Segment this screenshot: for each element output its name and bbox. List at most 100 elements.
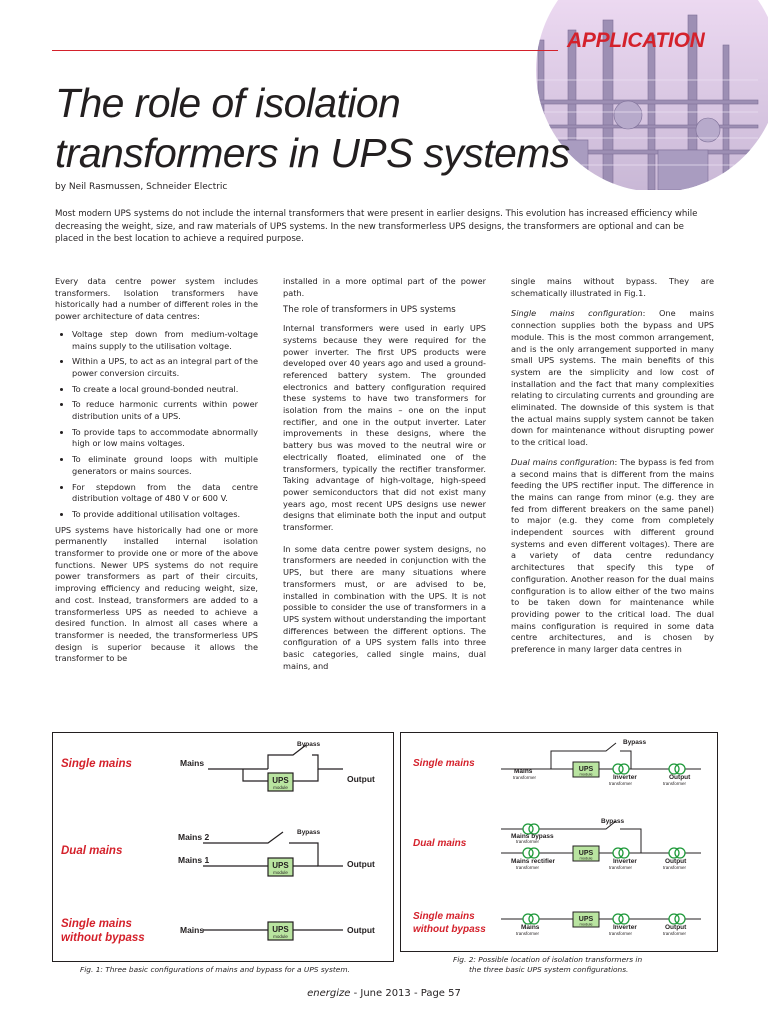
byline: by Neil Rasmussen, Schneider Electric (55, 182, 228, 192)
fig1-nobypass-label-1: Single mains (61, 918, 132, 930)
fig2-mains-rectifier-label: Mains rectifier (511, 858, 556, 865)
fig2-bypass-label: Bypass (623, 739, 647, 746)
module-label: module (273, 934, 288, 939)
list-item: Within a UPS, to act as an integral part… (72, 356, 258, 379)
ups-module-box (267, 772, 294, 792)
paragraph: Dual mains configuration: The bypass is … (511, 457, 714, 656)
fig1-bypass-label: Bypass (297, 829, 321, 836)
fig2-output-label: Output (665, 924, 687, 931)
title-line-2: transformers in UPS systems (55, 130, 570, 176)
transformer-label: transformer (516, 839, 540, 844)
fig2-inverter-label: Inverter (613, 858, 637, 865)
industrial-plant-image (536, 0, 768, 190)
transformer-label: transformer (609, 931, 633, 936)
module-label: module (273, 785, 288, 790)
fig1-mains-label: Mains (180, 925, 204, 935)
figure-2-diagram: Single mains Dual mains Single mains wit… (413, 739, 701, 936)
paragraph: Internal transformers were used in early… (283, 323, 486, 533)
section-label: APPLICATION (567, 29, 705, 52)
fig2-nobypass-label-1: Single mains (413, 911, 475, 922)
fig1-single-label: Single mains (61, 758, 132, 770)
paragraph: Every data centre power system includes … (55, 276, 258, 322)
ups-label: UPS (272, 925, 289, 934)
fig1-dual-label: Dual mains (61, 845, 122, 857)
subheading: The role of transformers in UPS systems (283, 305, 456, 316)
figure-1-diagram: Single mains Dual mains Single mains wit… (61, 741, 375, 944)
fig1-mains1-label: Mains 1 (178, 855, 209, 865)
ups-label: UPS (579, 850, 594, 857)
title-line-1: The role of isolation (55, 80, 401, 126)
transformer-label: transformer (516, 865, 540, 870)
paragraph: single mains without bypass. They are sc… (511, 276, 714, 298)
column-3: single mains without bypass. They are sc… (511, 276, 714, 662)
fig2-single-label: Single mains (413, 758, 475, 769)
list-item: To eliminate ground loops with multiple … (72, 454, 258, 477)
module-label: module (273, 870, 288, 875)
intro-paragraph: Most modern UPS systems do not include t… (55, 209, 698, 244)
paragraph: UPS systems have historically had one or… (55, 524, 258, 664)
ups-label: UPS (579, 916, 594, 923)
fig1-bypass-label: Bypass (297, 741, 321, 748)
transformer-label: transformer (663, 931, 687, 936)
fig1-output-label: Output (347, 859, 375, 869)
list-item: To reduce harmonic currents within power… (72, 399, 258, 422)
paragraph: In some data centre power system designs… (283, 543, 486, 671)
ups-module-box (572, 761, 600, 778)
article-title: The role of isolation transformers in UP… (55, 78, 575, 178)
caption-line: Fig. 2: Possible location of isolation t… (453, 955, 643, 964)
page-footer: energize - June 2013 - Page 57 (0, 988, 768, 999)
paragraph: installed in a more optimal part of the … (283, 276, 486, 298)
ups-label: UPS (272, 776, 289, 785)
paragraph-body: : The bypass is fed from a second mains … (511, 456, 715, 655)
fig1-mains-label: Mains (180, 758, 204, 768)
fig2-mains-bypass-label: Mains bypass (511, 833, 554, 840)
transformer-label: transformer (609, 865, 633, 870)
roles-list: Voltage step down from medium-voltage ma… (55, 329, 258, 521)
header-rule (52, 50, 558, 51)
fig2-inverter-label: Inverter (613, 924, 637, 931)
figure-2-caption: Fig. 2: Possible location of isolation t… (453, 955, 693, 974)
ups-module-box (572, 911, 600, 928)
fig1-nobypass-label-2: without bypass (61, 932, 145, 944)
transformer-label: transformer (513, 775, 537, 780)
ups-label: UPS (579, 766, 594, 773)
transformer-icon (522, 763, 686, 925)
fig2-nobypass-label-2: without bypass (413, 924, 486, 935)
figure-1: Single mains Dual mains Single mains wit… (52, 732, 394, 962)
ups-label: UPS (272, 861, 289, 870)
paragraph-lead: Single mains configuration (511, 308, 643, 319)
fig2-dual-label: Dual mains (413, 838, 467, 849)
transformer-label: transformer (663, 865, 687, 870)
module-label: module (579, 922, 593, 927)
module-label: module (579, 856, 593, 861)
transformer-label: transformer (609, 781, 633, 786)
caption-line: the three basic UPS system configuration… (469, 964, 629, 974)
list-item: For stepdown from the data centre distri… (72, 482, 258, 505)
transformer-label: transformer (663, 781, 687, 786)
column-1: Every data centre power system includes … (55, 276, 258, 671)
fig2-mains-label: Mains (514, 768, 533, 775)
fig2-mains-label: Mains (521, 924, 540, 931)
paragraph-body: : One mains connection supplies both the… (511, 308, 714, 448)
paragraph: Single mains configuration: One mains co… (511, 308, 714, 448)
list-item: Voltage step down from medium-voltage ma… (72, 329, 258, 352)
issue-and-page: - June 2013 - Page 57 (350, 988, 461, 999)
list-item: To provide additional utilisation voltag… (72, 509, 258, 521)
fig1-output-label: Output (347, 925, 375, 935)
module-label: module (579, 772, 593, 777)
list-item: To create a local ground-bonded neutral. (72, 384, 258, 396)
fig2-bypass-label: Bypass (601, 818, 625, 825)
fig2-output-label: Output (665, 858, 687, 865)
list-item: To provide taps to accommodate abnormall… (72, 427, 258, 450)
paragraph-lead: Dual mains configuration (511, 456, 615, 467)
ups-module-box (267, 921, 294, 941)
transformer-label: transformer (516, 931, 540, 936)
column-2: installed in a more optimal part of the … (283, 276, 486, 679)
ups-module-box (267, 857, 294, 877)
fig1-output-label: Output (347, 774, 375, 784)
fig1-mains2-label: Mains 2 (178, 832, 209, 842)
fig2-output-label: Output (669, 774, 691, 781)
figure-1-caption: Fig. 1: Three basic configurations of ma… (80, 965, 350, 974)
fig2-inverter-label: Inverter (613, 774, 637, 781)
magazine-name: energize (307, 988, 351, 999)
